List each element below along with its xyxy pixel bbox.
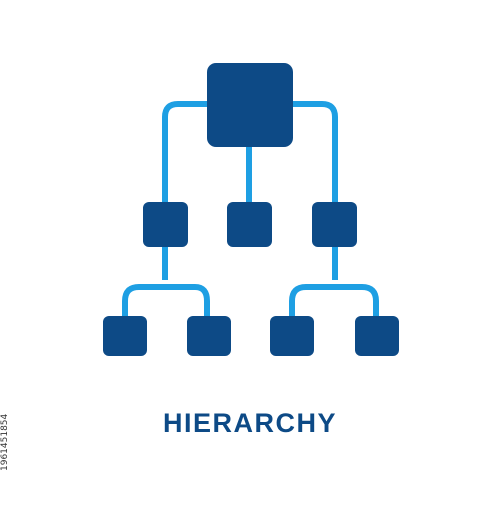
caption-title: HIERARCHY	[162, 408, 337, 438]
stock-id-label: 1961451854	[0, 413, 10, 471]
leaf-node-4	[355, 316, 399, 356]
leaf-node-1	[103, 316, 147, 356]
connector-root-right	[292, 101, 338, 202]
connector-left-branch	[122, 246, 210, 318]
child-node-left	[143, 202, 188, 247]
connector-right-branch	[289, 246, 379, 318]
leaf-node-2	[187, 316, 231, 356]
child-node-center	[227, 202, 272, 247]
connector-root-left	[162, 101, 208, 202]
hierarchy-connectors	[122, 101, 379, 318]
root-node	[207, 63, 293, 147]
leaf-node-3	[270, 316, 314, 356]
child-node-right	[312, 202, 357, 247]
hierarchy-nodes	[103, 63, 399, 356]
